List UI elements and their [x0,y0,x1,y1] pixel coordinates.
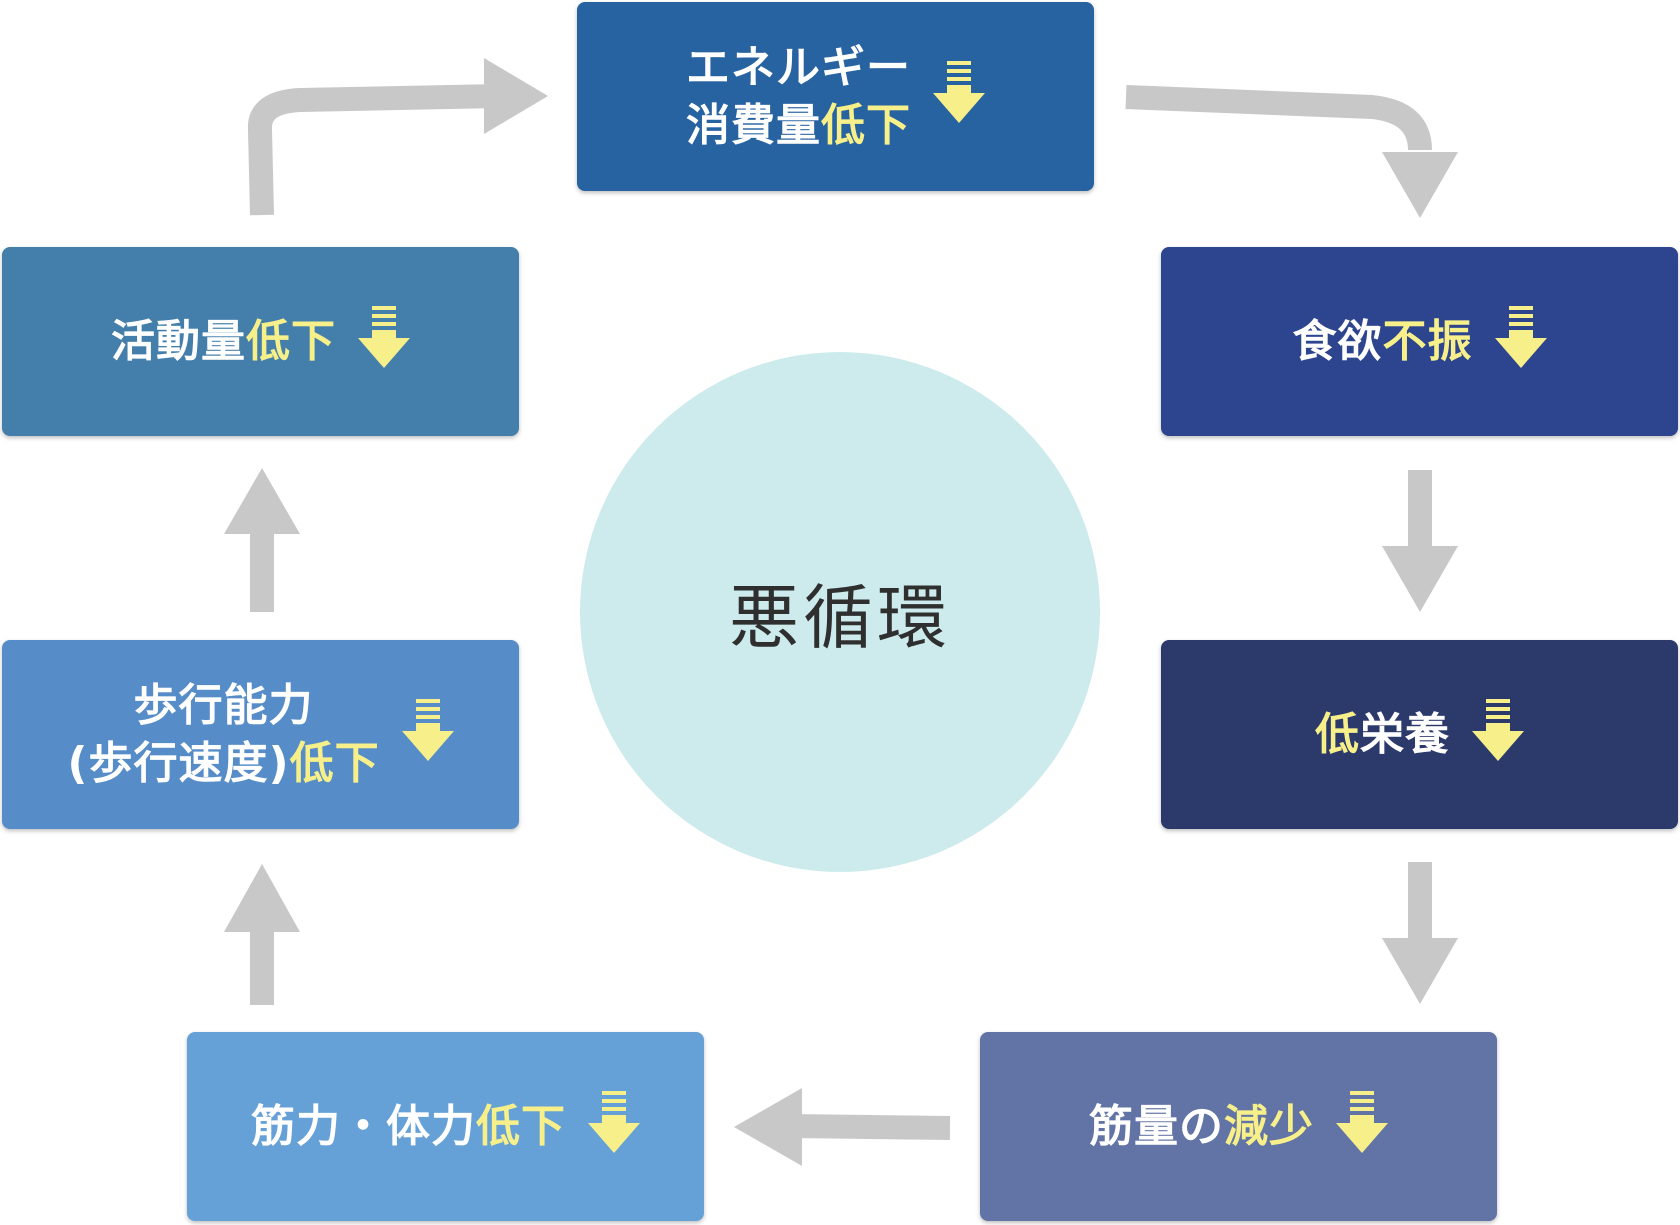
arrowhead-activity [224,468,300,534]
node-energy-label: エネルギー 消費量低下 [686,39,911,155]
node-walking-line2: (歩行速度)低下 [67,735,379,793]
arrowhead-appetite [1382,152,1458,218]
down-arrow-icon [1472,699,1524,771]
down-arrow-icon [1495,306,1547,378]
arrowhead-muscle [1382,938,1458,1004]
node-activity-label: 活動量低下 [111,313,336,371]
cycle-center: 悪循環 [580,352,1100,872]
node-activity-decrease: 低下 [246,315,336,367]
node-appetite-label: 食欲不振 [1293,313,1473,371]
down-arrow-icon [588,1091,640,1163]
node-energy-line2-text: 消費量 [686,99,821,151]
node-strength-label: 筋力・体力低下 [251,1098,566,1156]
node-energy-line2: 消費量低下 [686,97,911,155]
down-arrow-icon [933,61,985,133]
arrow-energy-to-appetite [1125,85,1432,151]
node-energy: エネルギー 消費量低下 [577,2,1094,191]
node-walking-label: 歩行能力 (歩行速度)低下 [67,677,379,793]
node-activity-text: 活動量 [111,315,246,367]
node-energy-decrease: 低下 [821,99,911,151]
down-arrow-icon [402,699,454,771]
arrowhead-malnutrition [1382,546,1458,612]
node-walking-line2-text: (歩行速度) [67,737,290,789]
node-malnutrition: 低栄養 [1161,640,1678,829]
node-malnutrition-label: 低栄養 [1315,706,1450,764]
node-activity: 活動量低下 [2,247,519,436]
arrow-activity-to-energy [248,84,501,216]
center-label: 悪循環 [729,576,951,659]
node-malnutrition-decrease: 低 [1315,708,1360,760]
node-muscle-mass: 筋量の減少 [980,1032,1497,1221]
node-muscle-mass-decrease: 減少 [1224,1100,1314,1152]
node-appetite: 食欲不振 [1161,247,1678,436]
node-appetite-decrease: 不振 [1382,315,1473,367]
arrowhead-walking [224,864,300,932]
node-muscle-mass-text: 筋量の [1089,1100,1224,1152]
node-strength-text: 筋力・体力 [251,1100,476,1152]
arrowhead-energy [484,58,548,134]
down-arrow-icon [358,306,410,378]
node-energy-line1: エネルギー [686,41,911,93]
node-muscle-mass-label: 筋量の減少 [1089,1098,1314,1156]
node-appetite-text: 食欲 [1292,315,1383,367]
node-malnutrition-text: 栄養 [1360,708,1450,760]
node-walking-line1: 歩行能力 [133,679,314,731]
node-strength: 筋力・体力低下 [187,1032,704,1221]
down-arrow-icon [1336,1091,1388,1163]
node-walking: 歩行能力 (歩行速度)低下 [2,640,519,829]
node-walking-decrease: 低下 [289,737,380,789]
arrowhead-strength [734,1088,802,1166]
node-strength-decrease: 低下 [476,1100,566,1152]
arrow-muscle-to-strength [789,1114,951,1140]
